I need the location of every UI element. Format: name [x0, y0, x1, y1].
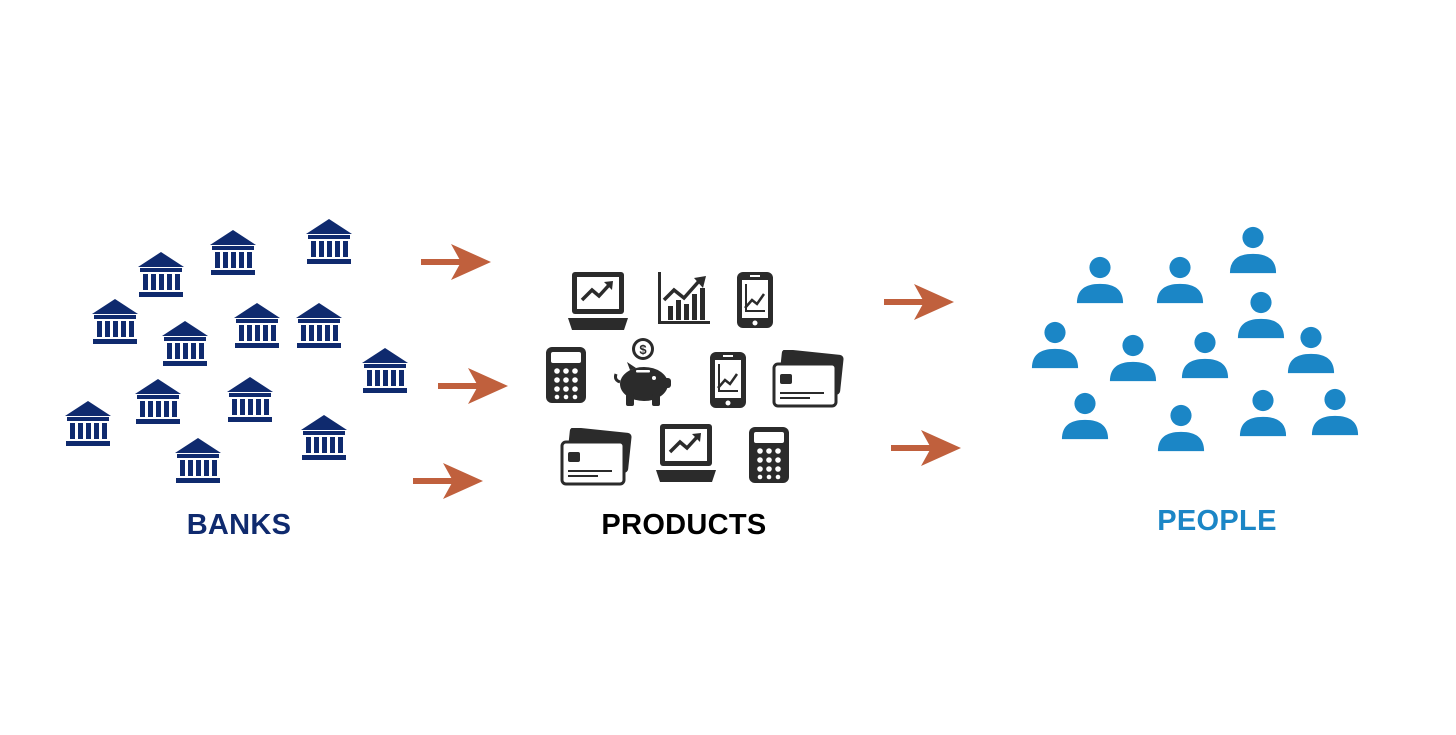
- person-icon: [1076, 256, 1124, 304]
- calculator-icon: [546, 347, 586, 403]
- arrow-right-icon: [884, 284, 954, 320]
- banks-cluster: [65, 219, 408, 483]
- person-icon: [1031, 321, 1079, 369]
- arrow-right-icon: [421, 244, 491, 280]
- piggy-bank-icon: [614, 336, 673, 408]
- person-icon: [1239, 389, 1287, 437]
- bank-building-icon: [362, 348, 408, 393]
- bank-building-icon: [234, 303, 280, 348]
- bank-building-icon: [301, 415, 347, 460]
- bank-building-icon: [135, 379, 181, 424]
- arrows-banks-to-products: [413, 244, 508, 499]
- people-cluster: [1031, 226, 1359, 452]
- person-icon: [1237, 291, 1285, 339]
- person-icon: [1229, 226, 1277, 274]
- phone-chart-icon: [735, 270, 775, 330]
- person-icon: [1061, 392, 1109, 440]
- person-icon: [1287, 326, 1335, 374]
- person-icon: [1181, 331, 1229, 379]
- phone-chart-icon: [708, 350, 748, 410]
- credit-cards-icon: [772, 350, 844, 408]
- person-icon: [1157, 404, 1205, 452]
- laptop-chart-icon: [566, 270, 630, 332]
- bank-building-icon: [296, 303, 342, 348]
- people-label: PEOPLE: [1157, 505, 1277, 537]
- arrow-right-icon: [413, 463, 483, 499]
- bank-building-icon: [175, 438, 221, 483]
- bank-building-icon: [138, 252, 184, 297]
- products-label: PRODUCTS: [601, 509, 767, 541]
- laptop-chart-icon: [654, 422, 718, 484]
- bank-building-icon: [65, 401, 111, 446]
- bank-building-icon: [162, 321, 208, 366]
- person-icon: [1311, 388, 1359, 436]
- products-cluster: [546, 270, 844, 486]
- bank-building-icon: [210, 230, 256, 275]
- bank-building-icon: [227, 377, 273, 422]
- growth-chart-icon: [656, 270, 712, 326]
- bank-building-icon: [306, 219, 352, 264]
- calculator-icon: [749, 427, 789, 483]
- arrows-products-to-people: [884, 284, 961, 466]
- arrow-right-icon: [438, 368, 508, 404]
- bank-building-icon: [92, 299, 138, 344]
- person-icon: [1109, 334, 1157, 382]
- credit-cards-icon: [560, 428, 632, 486]
- arrow-right-icon: [891, 430, 961, 466]
- banks-label: BANKS: [186, 509, 292, 541]
- person-icon: [1156, 256, 1204, 304]
